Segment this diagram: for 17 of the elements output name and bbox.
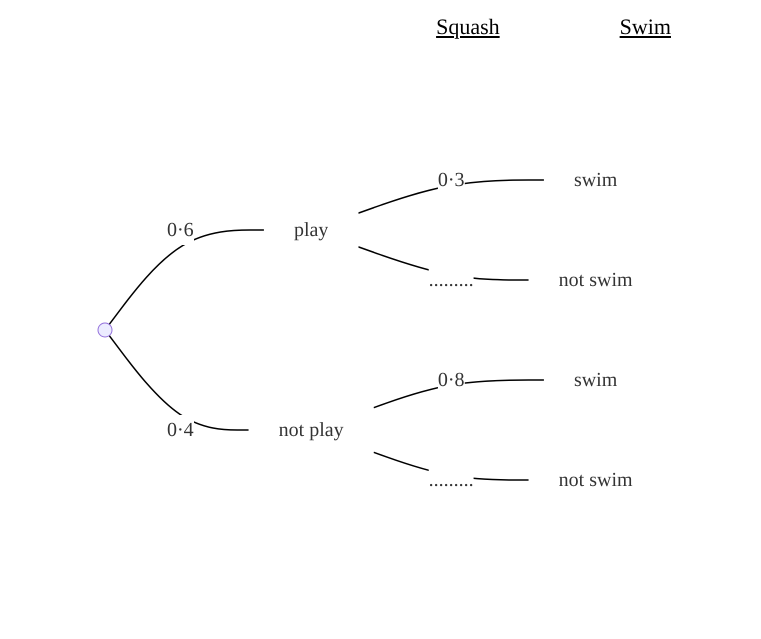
node-text: swim (574, 369, 618, 391)
edge-label: 0·3 (438, 169, 465, 191)
column-heading: Swim (620, 14, 671, 40)
node-text: not swim (558, 469, 633, 491)
connector (108, 229, 264, 325)
node-text: swim (574, 169, 618, 191)
node-text: not play (278, 419, 344, 441)
edge-label: 0·4 (167, 419, 194, 441)
edge-label: 0·6 (167, 219, 194, 241)
column-heading: Squash (436, 14, 500, 40)
edge-label: ......... (428, 469, 474, 491)
node-text: not swim (558, 269, 633, 291)
edge-label: 0·8 (438, 369, 465, 391)
node-text: play (294, 219, 329, 241)
node-circle (98, 322, 113, 338)
edge-label: ......... (428, 269, 474, 291)
connector (108, 335, 249, 431)
